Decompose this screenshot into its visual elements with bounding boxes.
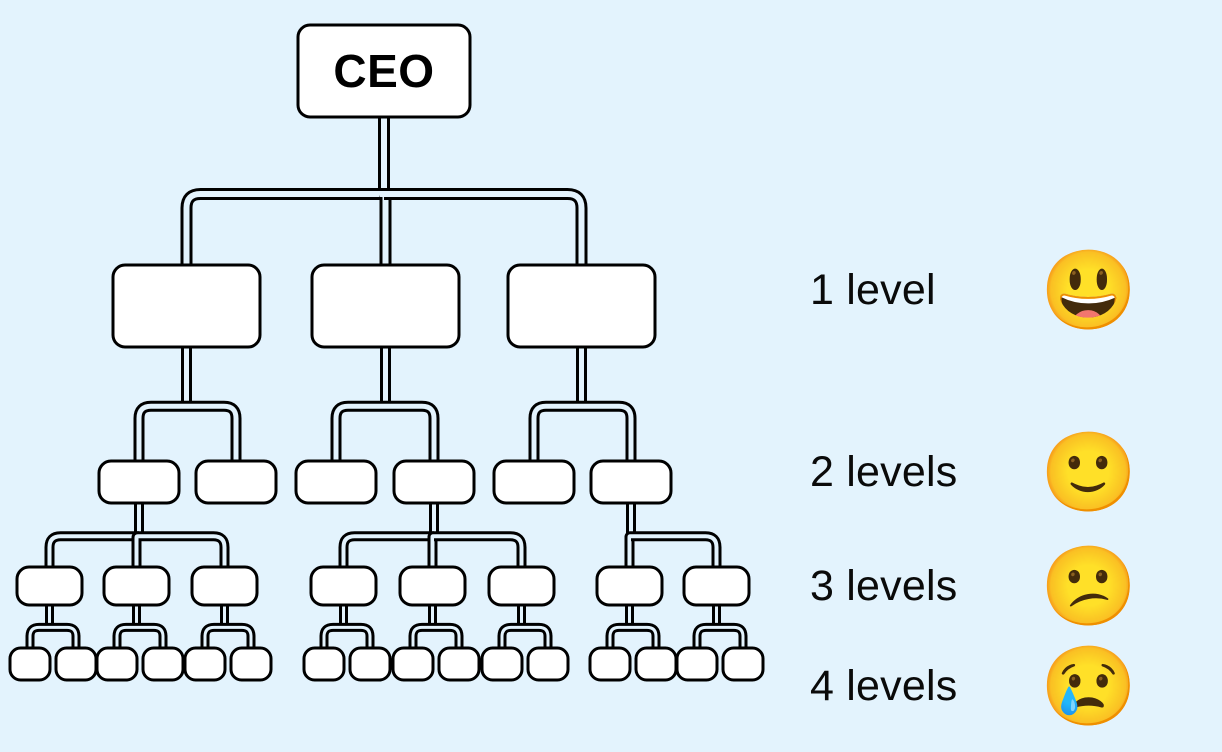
level1-2-to-level2-branch-0 xyxy=(528,400,582,463)
level3-node-5[interactable] xyxy=(487,565,556,607)
level4-node-6[interactable] xyxy=(302,646,346,682)
legend: 1 level 😃 2 levels 🙂 3 levels 😕 4 levels… xyxy=(810,0,1210,752)
legend-row-4-levels: 4 levels 😢 xyxy=(810,638,1150,734)
level4-node-15[interactable] xyxy=(721,646,765,682)
connector-layer xyxy=(25,115,748,650)
level2-0-to-level3-branch-2-inner xyxy=(139,534,227,569)
level2-2-to-level3-branch-1 xyxy=(631,531,722,569)
level2-node-5[interactable] xyxy=(589,459,673,505)
level1-0-to-level2-branch-1 xyxy=(186,400,242,463)
level4-node-12[interactable] xyxy=(588,646,632,682)
level4-node-14[interactable] xyxy=(675,646,719,682)
level1-1-to-level2-branch-0-inner xyxy=(333,403,386,463)
ceo-to-level1-branch-2 xyxy=(384,187,588,267)
level4-node-9[interactable] xyxy=(437,646,481,682)
level4-node-1[interactable] xyxy=(54,646,98,682)
ceo-to-level1-branch-0-inner xyxy=(183,190,384,267)
level3-7-to-level4-branch-1-inner xyxy=(716,625,745,650)
legend-label-4-levels: 4 levels xyxy=(810,661,958,710)
level3-node-0[interactable] xyxy=(15,565,84,607)
level3-1-to-level4-branch-0-inner xyxy=(115,625,137,650)
level3-node-3[interactable] xyxy=(309,565,378,607)
legend-row-2-levels: 2 levels 🙂 xyxy=(810,424,1150,520)
level3-4-to-level4-branch-1-inner xyxy=(432,625,461,650)
level1-0-to-level2-branch-1-inner xyxy=(186,403,239,463)
level4-node-13[interactable] xyxy=(634,646,678,682)
level3-node-7[interactable] xyxy=(682,565,751,607)
level1-1-to-level2-branch-1-inner xyxy=(385,403,437,463)
level1-node-2[interactable] xyxy=(506,263,657,349)
level4-node-8[interactable] xyxy=(391,646,435,682)
level2-0-to-level3-branch-1-inner xyxy=(134,534,140,569)
level1-node-1[interactable] xyxy=(310,263,461,349)
level2-2-to-level3-branch-0-inner xyxy=(627,534,633,569)
level3-6-to-level4-branch-0-inner xyxy=(608,625,630,650)
level3-7-to-level4-branch-0-inner xyxy=(695,625,717,650)
legend-row-3-levels: 3 levels 😕 xyxy=(810,538,1150,634)
level4-node-7[interactable] xyxy=(348,646,392,682)
level2-0-to-level3-branch-2 xyxy=(139,531,230,569)
level4-node-5[interactable] xyxy=(229,646,273,682)
ceo-to-level1-branch-1-inner xyxy=(381,190,389,267)
ceo-to-level1-branch-0 xyxy=(180,187,384,267)
level1-2-to-level2-branch-1 xyxy=(581,400,637,463)
level3-1-to-level4-branch-1-inner xyxy=(136,625,165,650)
level2-0-to-level3-branch-0 xyxy=(44,531,139,569)
grinning-face-emoji: 😃 xyxy=(1040,246,1138,334)
level4-node-0[interactable] xyxy=(8,646,52,682)
slightly-smiling-emoji: 🙂 xyxy=(1040,428,1138,516)
level3-node-2[interactable] xyxy=(190,565,259,607)
level3-node-6[interactable] xyxy=(595,565,664,607)
level4-node-2[interactable] xyxy=(95,646,139,682)
level3-node-4[interactable] xyxy=(398,565,467,607)
level4-node-10[interactable] xyxy=(480,646,524,682)
level3-6-to-level4-branch-1-inner xyxy=(629,625,658,650)
level2-node-3[interactable] xyxy=(392,459,476,505)
level3-4-to-level4-branch-0-inner xyxy=(411,625,433,650)
level2-0-to-level3-branch-0-inner xyxy=(47,534,139,569)
level3-2-to-level4-branch-0-inner xyxy=(203,625,225,650)
level3-3-to-level4-branch-0-inner xyxy=(322,625,344,650)
level1-0-to-level2-branch-0 xyxy=(133,400,187,463)
ceo-node[interactable] xyxy=(296,23,472,119)
legend-row-1-level: 1 level 😃 xyxy=(810,242,1150,338)
level1-2-to-level2-branch-1-inner xyxy=(581,403,634,463)
level1-1-to-level2-branch-1 xyxy=(385,400,440,463)
level4-node-4[interactable] xyxy=(183,646,227,682)
ceo-to-level1-branch-2-inner xyxy=(384,190,585,267)
ceo-node-label: CEO xyxy=(333,45,435,97)
level3-node-1[interactable] xyxy=(102,565,171,607)
level1-0-to-level2-branch-0-inner xyxy=(136,403,187,463)
level2-2-to-level3-branch-1-inner xyxy=(631,534,719,569)
node-layer xyxy=(8,23,765,682)
level2-node-4[interactable] xyxy=(492,459,576,505)
level2-1-to-level3-branch-0-inner xyxy=(341,534,434,569)
level3-3-to-level4-branch-1-inner xyxy=(343,625,372,650)
level3-5-to-level4-branch-1-inner xyxy=(521,625,550,650)
level2-1-to-level3-branch-0 xyxy=(338,531,434,569)
confused-face-emoji: 😕 xyxy=(1040,542,1138,630)
level1-node-0[interactable] xyxy=(111,263,262,349)
level1-2-to-level2-branch-0-inner xyxy=(531,403,582,463)
legend-label-2-levels: 2 levels xyxy=(810,447,958,496)
level4-node-11[interactable] xyxy=(526,646,570,682)
level3-5-to-level4-branch-0-inner xyxy=(500,625,522,650)
level2-1-to-level3-branch-1-inner xyxy=(430,534,436,569)
level2-node-0[interactable] xyxy=(97,459,181,505)
level1-1-to-level2-branch-0 xyxy=(330,400,386,463)
level2-1-to-level3-branch-2 xyxy=(434,531,527,569)
level2-node-1[interactable] xyxy=(194,459,278,505)
level3-2-to-level4-branch-1-inner xyxy=(224,625,253,650)
legend-label-1-level: 1 level xyxy=(810,265,936,314)
level3-0-to-level4-branch-0-inner xyxy=(28,625,50,650)
level2-node-2[interactable] xyxy=(294,459,378,505)
legend-label-3-levels: 3 levels xyxy=(810,561,958,610)
level4-node-3[interactable] xyxy=(141,646,185,682)
level3-0-to-level4-branch-1-inner xyxy=(49,625,78,650)
level2-1-to-level3-branch-2-inner xyxy=(434,534,524,569)
crying-face-emoji: 😢 xyxy=(1040,642,1138,730)
